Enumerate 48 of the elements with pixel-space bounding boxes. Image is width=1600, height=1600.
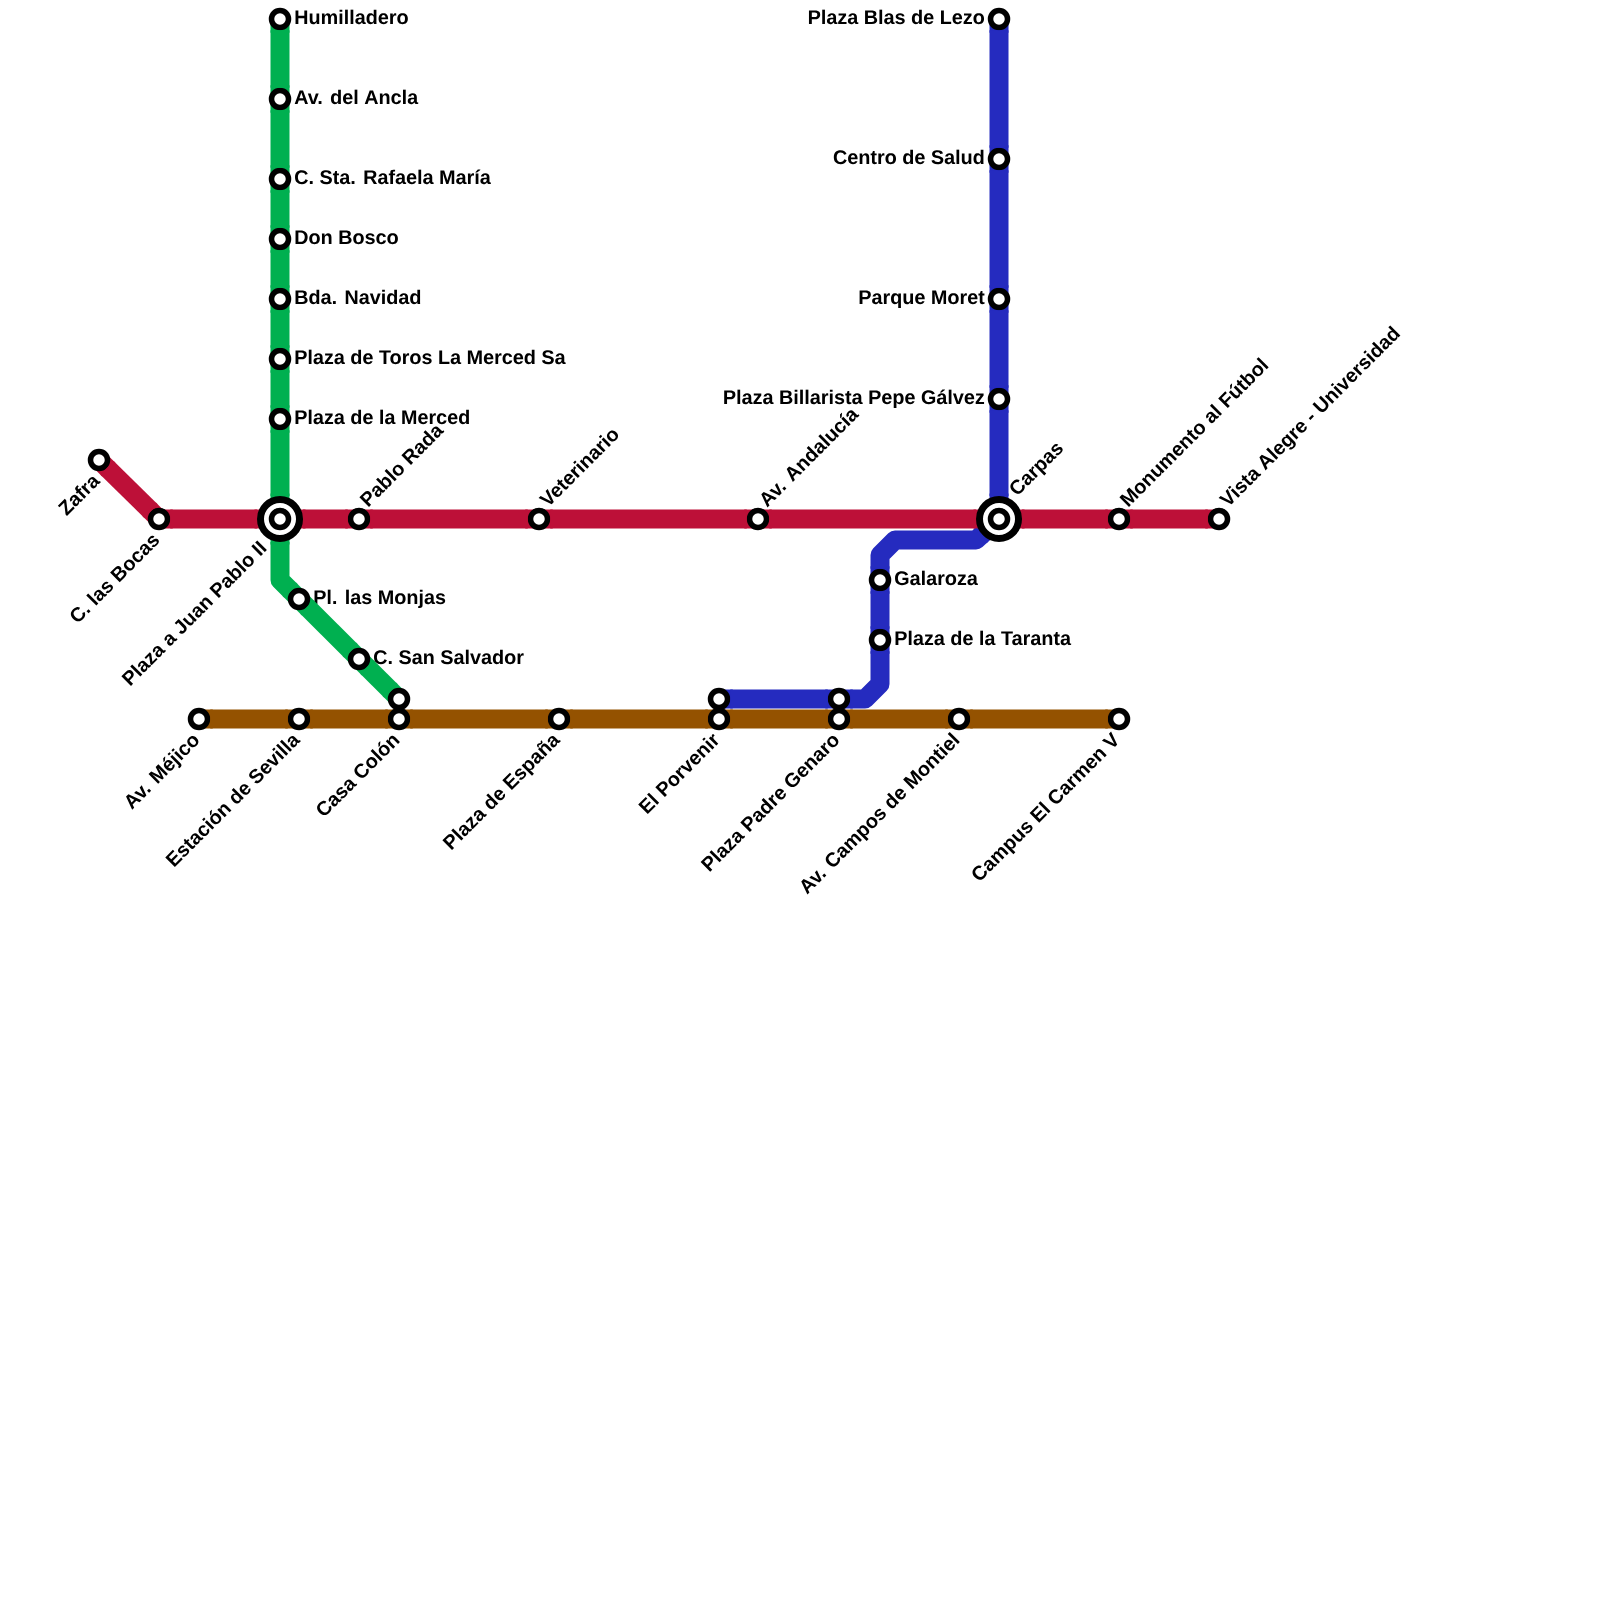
station-name: Plaza de la Merced bbox=[295, 409, 469, 425]
metro-line bbox=[370, 509, 528, 529]
station-name: Humilladero bbox=[295, 9, 408, 25]
metro-line bbox=[989, 170, 1009, 288]
station-name: Bda. Navidad bbox=[295, 289, 421, 305]
station-name: Parque Moret bbox=[859, 290, 985, 309]
metro-line bbox=[270, 542, 298, 598]
metro-line bbox=[300, 600, 358, 658]
metro-line bbox=[310, 709, 388, 729]
metro-line bbox=[730, 689, 828, 709]
metro-line bbox=[360, 660, 398, 698]
station-name: Plaza de la Taranta bbox=[895, 630, 1072, 646]
station-name: Plaza Blas de Lezo bbox=[808, 9, 984, 25]
metro-line bbox=[270, 30, 290, 88]
metro-line bbox=[1022, 509, 1108, 529]
metro-line bbox=[989, 410, 1009, 496]
metro-line bbox=[270, 190, 290, 228]
metro-line bbox=[870, 527, 989, 569]
metro-line bbox=[270, 430, 290, 496]
metro-line bbox=[270, 370, 290, 408]
metro-line bbox=[100, 461, 158, 518]
metro-line bbox=[270, 110, 290, 168]
metro-line bbox=[570, 709, 708, 729]
metro-line bbox=[989, 310, 1009, 388]
station-name: Galaroza bbox=[895, 570, 978, 586]
metro-line bbox=[970, 709, 1108, 729]
metro-line bbox=[850, 651, 890, 709]
metro-line bbox=[270, 250, 290, 288]
metro-line bbox=[550, 509, 747, 529]
metro-line bbox=[1130, 509, 1208, 529]
station-name: Pl. las Monjas bbox=[314, 589, 446, 609]
metro-line bbox=[989, 30, 1009, 148]
metro-line bbox=[769, 509, 976, 529]
station-name: Centro de Salud bbox=[833, 149, 984, 165]
station-name: Don Bosco bbox=[295, 230, 398, 245]
metro-line bbox=[303, 509, 348, 529]
station-name: Av. del Ancla bbox=[294, 89, 419, 105]
station-name: C. San Salvador bbox=[374, 649, 524, 665]
station-name: Plaza Billarista Pepe Gálvez bbox=[724, 389, 985, 409]
metro-line bbox=[210, 709, 288, 729]
metro-line bbox=[270, 310, 290, 348]
metro-line bbox=[870, 591, 890, 629]
metro-line bbox=[730, 709, 828, 729]
metro-line bbox=[850, 709, 948, 729]
metro-line bbox=[410, 709, 548, 729]
station-name: Plaza de Toros La Merced Sa bbox=[295, 349, 566, 365]
metro-line bbox=[170, 509, 257, 529]
station-name: C. Sta. Rafaela María bbox=[295, 169, 491, 185]
